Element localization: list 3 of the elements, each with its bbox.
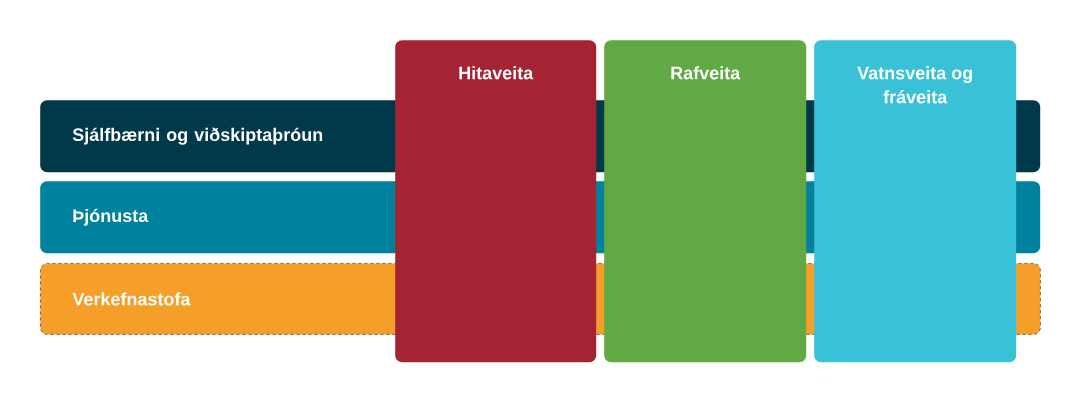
column-box: Rafveita bbox=[604, 40, 807, 363]
column-box: Vatnsveita og fráveita bbox=[814, 40, 1017, 363]
column-box: Hitaveita bbox=[395, 40, 597, 363]
